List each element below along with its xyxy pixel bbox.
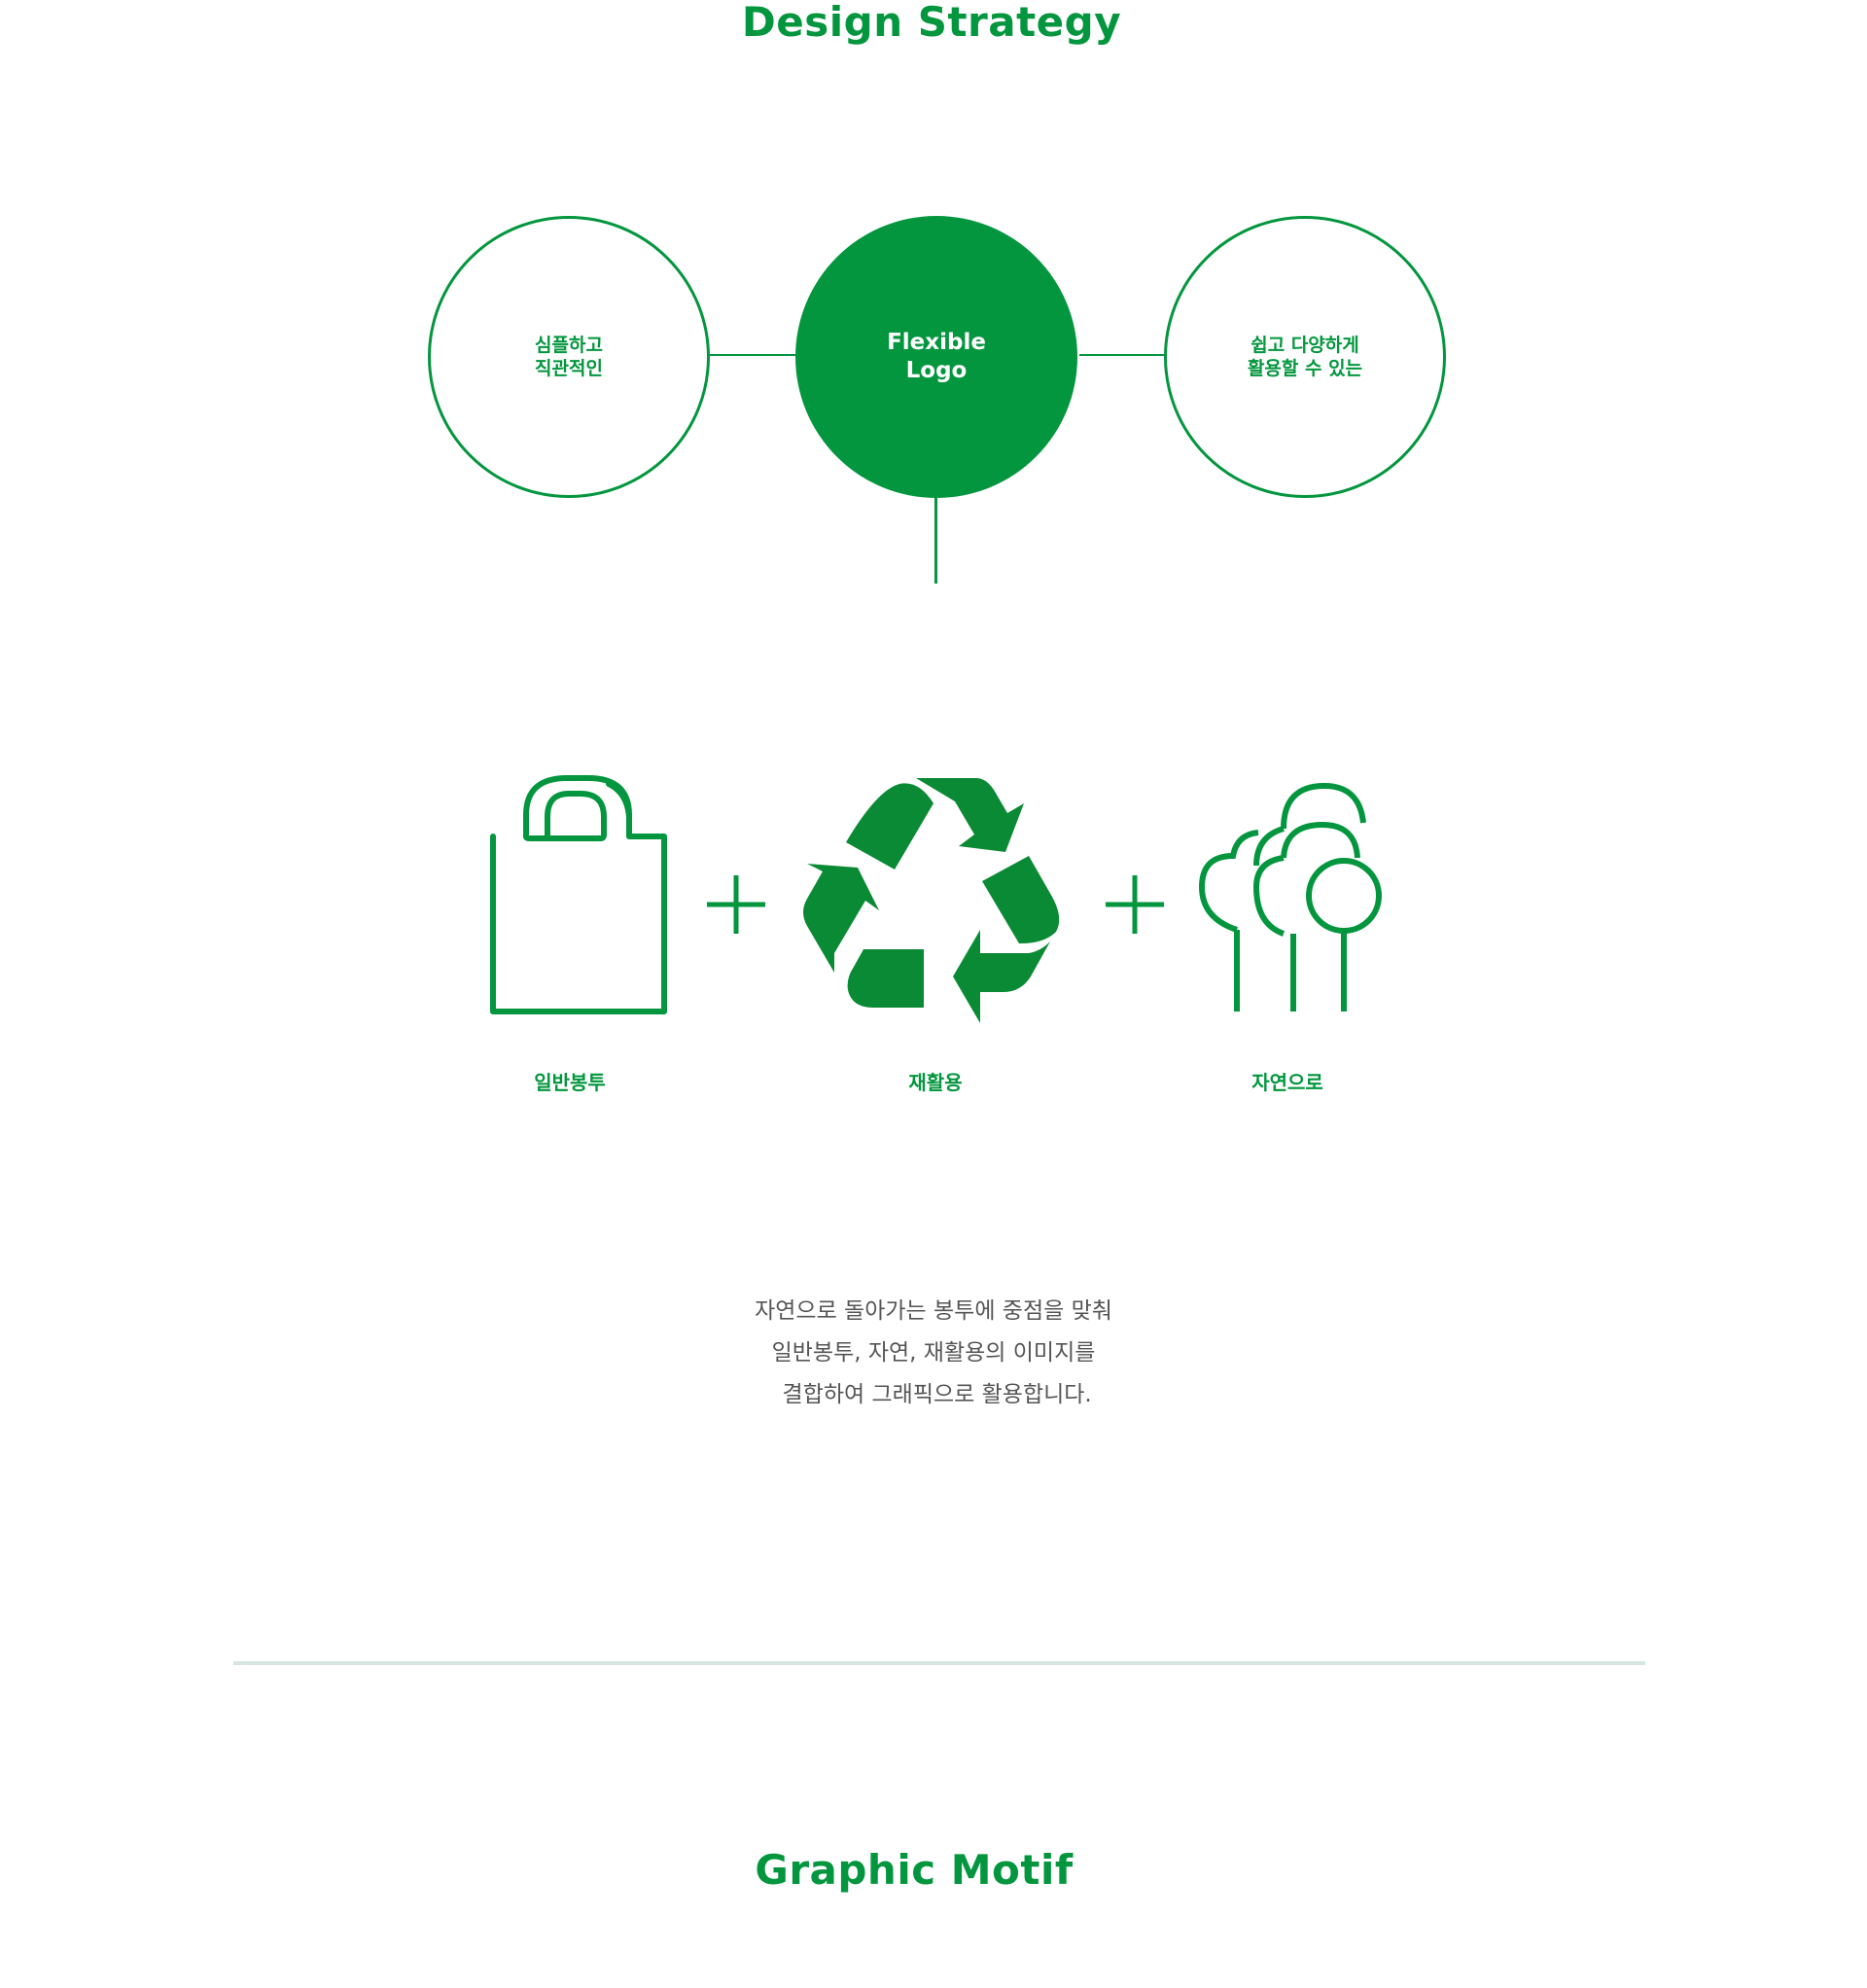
shopping-bag-icon [490, 775, 667, 1014]
label-trees: 자연으로 [1251, 1071, 1323, 1094]
circle-simple: 심플하고 직관적인 [428, 216, 710, 498]
description-line: 결합하여 그래픽으로 활용합니다. [775, 1382, 1092, 1407]
recycle-icon [803, 778, 1060, 1023]
connector-left [708, 354, 797, 356]
description-line: 자연으로 돌아가는 봉투에 중점을 맞춰 [755, 1298, 1112, 1324]
plus-icon [707, 875, 765, 934]
strategy-description: 자연으로 돌아가는 봉투에 중점을 맞춰 일반봉투, 자연, 재활용의 이미지를… [642, 1291, 1225, 1416]
circle-versatile-text: 쉽고 다양하게 활용할 수 있는 [1247, 335, 1363, 379]
icon-row [490, 775, 1382, 1023]
trees-icon [1198, 782, 1382, 1012]
section-divider [233, 1661, 1645, 1665]
label-bag: 일반봉투 [534, 1071, 606, 1094]
circle-flexible-logo-text: Flexible Logo [887, 330, 986, 383]
circle-simple-text: 심플하고 직관적인 [535, 335, 603, 379]
connector-right [1079, 354, 1169, 356]
circle-versatile: 쉽고 다양하게 활용할 수 있는 [1164, 216, 1446, 498]
page-title: Design Strategy [741, 0, 1122, 46]
description-line: 일반봉투, 자연, 재활용의 이미지를 [771, 1340, 1096, 1366]
strategy-diagram: 심플하고 직관적인 Flexible Logo 쉽고 다양하게 활용할 수 있는 [0, 0, 1867, 603]
circle-flexible-logo: Flexible Logo [795, 216, 1077, 498]
label-recycle: 재활용 [908, 1071, 963, 1094]
plus-icon [1106, 875, 1164, 934]
section-title-graphic-motif: Graphic Motif [755, 1846, 1074, 1894]
connector-down [934, 496, 937, 584]
